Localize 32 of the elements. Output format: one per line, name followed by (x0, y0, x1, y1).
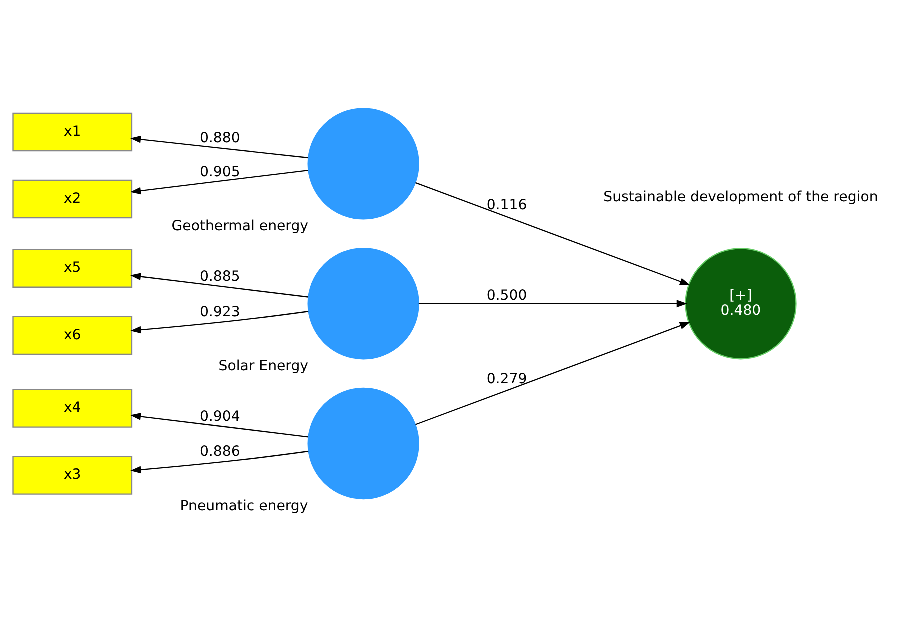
node-box: x4 (12, 388, 133, 428)
arrow (130, 450, 309, 474)
edge-label: 0.886 (200, 444, 240, 460)
node-box: x3 (12, 456, 133, 494)
node-circle (308, 387, 420, 500)
node-label: Sustainable development of the region (604, 189, 878, 206)
arrow (130, 135, 309, 158)
edge-label: 0.905 (200, 164, 240, 180)
node-box: x2 (12, 179, 133, 218)
node-circle: [+] 0.480 (685, 248, 797, 360)
arrow (416, 322, 691, 425)
node-box: x6 (12, 316, 133, 354)
edge-label: 0.880 (200, 130, 240, 146)
arrow (130, 169, 309, 194)
node-label: Solar Energy (218, 358, 309, 374)
arrow (130, 412, 309, 438)
node-circle (308, 108, 420, 220)
arrow (418, 300, 688, 308)
arrow (130, 310, 309, 334)
node-box: x1 (12, 112, 133, 152)
edge-label: 0.885 (200, 268, 240, 285)
edge-label: 0.923 (200, 304, 240, 320)
node-circle (308, 248, 420, 360)
edge-label: 0.279 (486, 370, 528, 387)
node-box: x5 (12, 248, 133, 288)
node-label: Pneumatic energy (180, 498, 308, 514)
edge-label: 0.500 (486, 287, 528, 304)
arrow (416, 182, 691, 285)
arrow (130, 272, 309, 298)
node-label: Geothermal energy (172, 218, 309, 234)
edge-label: 0.904 (200, 408, 240, 424)
edge-label: 0.116 (486, 196, 528, 213)
